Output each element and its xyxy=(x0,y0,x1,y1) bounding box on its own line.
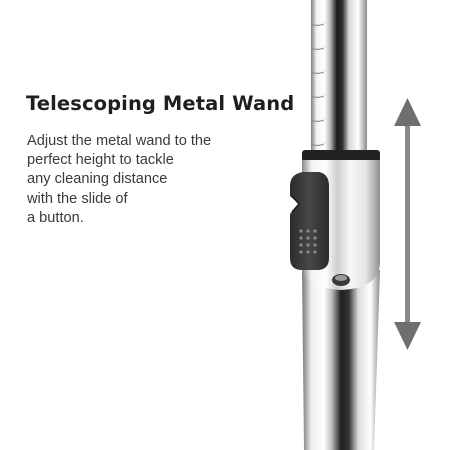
description-line: perfect height to tackle xyxy=(27,152,174,169)
lower-wand-tube xyxy=(302,270,380,450)
slide-button-icon xyxy=(290,172,329,270)
headline: Telescoping Metal Wand xyxy=(26,92,295,115)
feature-description: Adjust the metal wand to the perfect hei… xyxy=(27,132,211,228)
description-line: any cleaning distance xyxy=(27,171,168,188)
upper-wand-tube xyxy=(310,0,367,160)
description-line: Adjust the metal wand to the xyxy=(27,133,212,149)
description-line: with the slide of xyxy=(27,190,128,207)
double-headed-vertical-arrow-icon xyxy=(394,98,421,350)
description-line: a button. xyxy=(27,209,84,226)
